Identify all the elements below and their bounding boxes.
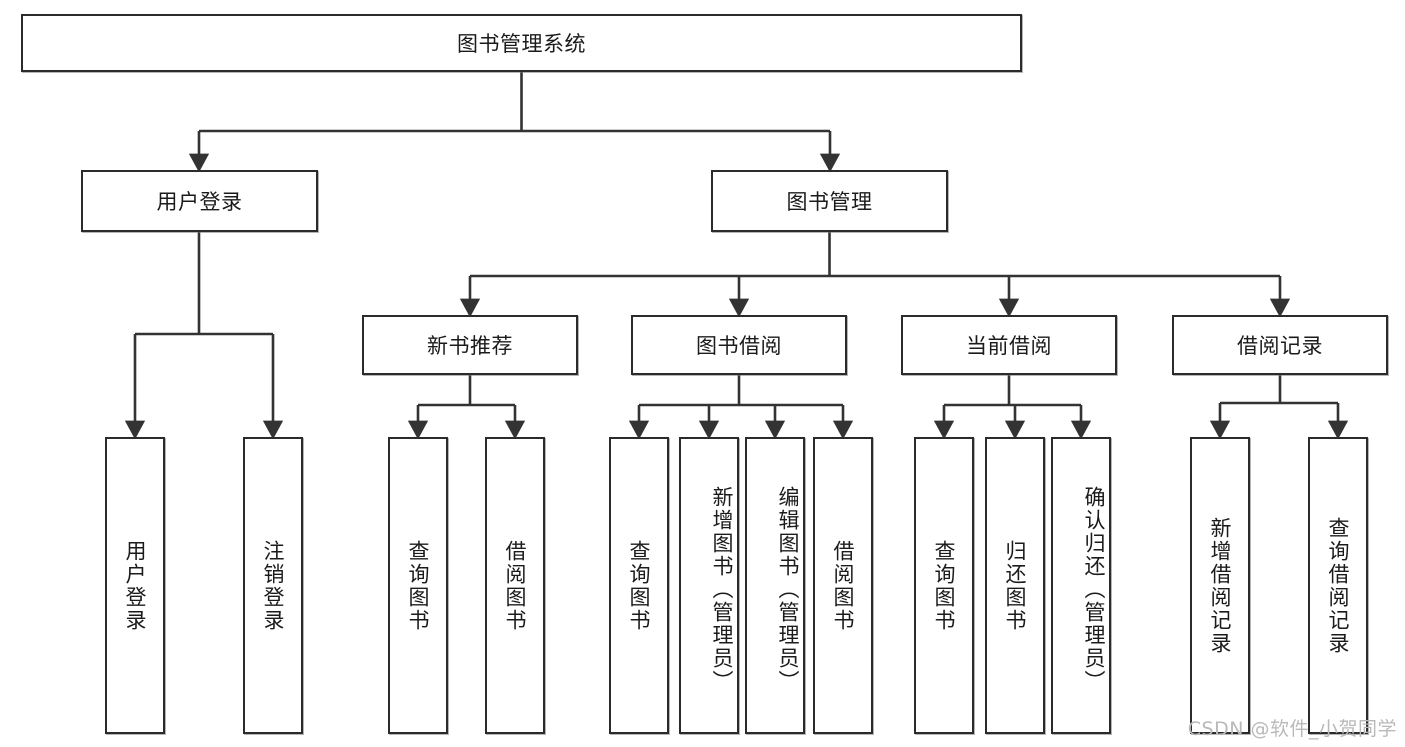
node-current-borrow[interactable]: 当前借阅: [901, 315, 1117, 375]
node-leaf-query-book-3-label: 查询图书: [932, 539, 956, 632]
node-leaf-borrow-book-1-label: 借阅图书: [503, 539, 527, 632]
watermark-text: CSDN @软件_小贺同学: [1187, 718, 1397, 740]
node-leaf-query-book-2-label: 查询图书: [627, 539, 651, 632]
node-leaf-user-login[interactable]: 用户登录: [105, 437, 165, 734]
node-new-book-recommend-label: 新书推荐: [427, 334, 513, 358]
node-leaf-query-record[interactable]: 查询借阅记录: [1308, 437, 1368, 734]
node-borrow-record[interactable]: 借阅记录: [1172, 315, 1388, 375]
node-leaf-query-record-label: 查询借阅记录: [1326, 516, 1350, 655]
node-leaf-add-book-label: 新增图书（管理员）: [710, 486, 734, 693]
node-user-login[interactable]: 用户登录: [81, 170, 318, 232]
node-leaf-logout-label: 注销登录: [261, 539, 285, 632]
node-leaf-borrow-book-1[interactable]: 借阅图书: [485, 437, 545, 734]
node-leaf-add-book[interactable]: 新增图书（管理员）: [679, 437, 739, 734]
node-leaf-confirm-return[interactable]: 确认归还（管理员）: [1051, 437, 1111, 734]
node-leaf-query-book-3[interactable]: 查询图书: [914, 437, 974, 734]
node-leaf-add-record-label: 新增借阅记录: [1208, 516, 1232, 655]
node-leaf-query-book-1[interactable]: 查询图书: [388, 437, 448, 734]
node-current-borrow-label: 当前借阅: [966, 334, 1052, 358]
node-root-system[interactable]: 图书管理系统: [21, 14, 1022, 72]
node-leaf-confirm-return-label: 确认归还（管理员）: [1082, 486, 1106, 693]
node-root-label: 图书管理系统: [457, 32, 586, 56]
node-leaf-edit-book[interactable]: 编辑图书（管理员）: [745, 437, 805, 734]
node-leaf-logout[interactable]: 注销登录: [243, 437, 303, 734]
node-leaf-borrow-book-2[interactable]: 借阅图书: [813, 437, 873, 734]
node-user-login-label: 用户登录: [156, 190, 243, 214]
node-new-book-recommend[interactable]: 新书推荐: [362, 315, 578, 375]
node-leaf-edit-book-label: 编辑图书（管理员）: [776, 486, 800, 693]
node-leaf-return-book-label: 归还图书: [1003, 539, 1027, 632]
node-book-manage[interactable]: 图书管理: [711, 170, 948, 232]
node-leaf-query-book-1-label: 查询图书: [406, 539, 430, 632]
node-leaf-query-book-2[interactable]: 查询图书: [609, 437, 669, 734]
node-book-manage-label: 图书管理: [786, 190, 873, 214]
node-leaf-borrow-book-2-label: 借阅图书: [831, 539, 855, 632]
node-leaf-return-book[interactable]: 归还图书: [985, 437, 1045, 734]
node-book-borrow-label: 图书借阅: [696, 334, 782, 358]
node-borrow-record-label: 借阅记录: [1237, 334, 1323, 358]
node-leaf-add-record[interactable]: 新增借阅记录: [1190, 437, 1250, 734]
node-book-borrow[interactable]: 图书借阅: [631, 315, 847, 375]
node-leaf-user-login-label: 用户登录: [123, 539, 147, 632]
